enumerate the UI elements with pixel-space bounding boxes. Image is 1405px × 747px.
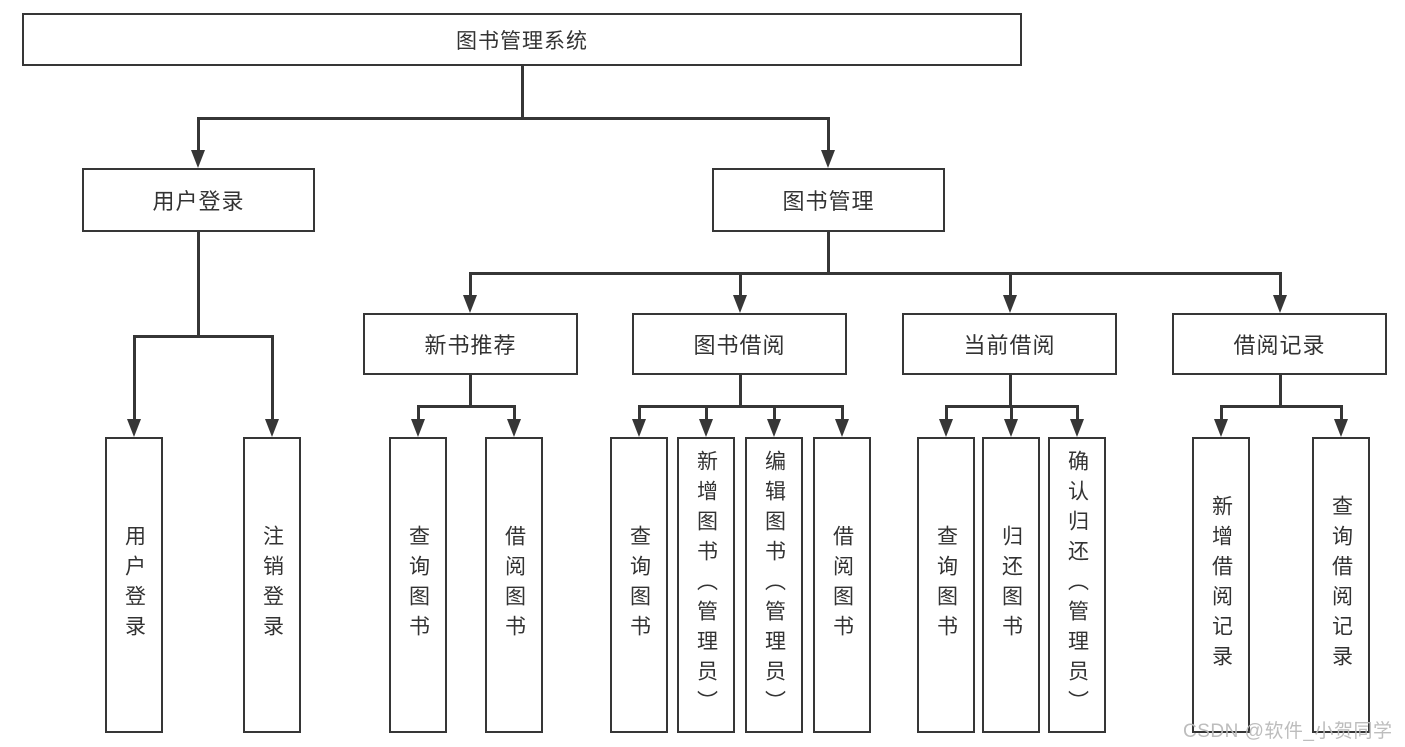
arrow-borrow-records (1273, 295, 1287, 313)
arrow-leaf (699, 419, 713, 437)
leaf-current-query-books: 查询图书 (917, 437, 975, 733)
leaf-borrow-query-books: 查询图书 (610, 437, 668, 733)
arrow-leaf-logout (265, 419, 279, 437)
connector-stem-current-borrow (1009, 272, 1012, 296)
node-library-system-label: 图书管理系统 (456, 29, 588, 53)
connector-stem (1220, 405, 1223, 420)
leaf-current-return-books: 归还图书 (982, 437, 1040, 733)
arrow-leaf (1334, 419, 1348, 437)
connector-stem (773, 405, 776, 420)
connector-stem (513, 405, 516, 420)
arrow-user-login (191, 150, 205, 168)
connector-user-login-branch (133, 335, 273, 338)
node-book-borrow-label: 图书借阅 (693, 333, 786, 358)
leaf-borrow-add-books-admin-label: 新增图书（管理员） (694, 450, 718, 720)
leaf-user-login: 用户登录 (105, 437, 163, 733)
connector-stem (417, 405, 420, 420)
arrow-leaf (835, 419, 849, 437)
leaf-current-confirm-return-admin: 确认归还（管理员） (1048, 437, 1106, 733)
arrow-book-borrow (733, 295, 747, 313)
arrow-current-borrow (1003, 295, 1017, 313)
connector-root-branch (197, 117, 829, 120)
leaf-borrow-borrow-books: 借阅图书 (813, 437, 871, 733)
leaf-logout-label: 注销登录 (260, 525, 284, 645)
connector-stem-borrow-records (1279, 272, 1282, 296)
connector-stem-leaf-user-login (133, 335, 136, 420)
leaf-borrow-edit-books-admin: 编辑图书（管理员） (745, 437, 803, 733)
arrow-new-book (463, 295, 477, 313)
csdn-watermark: CSDN @软件_小贺同学 (1183, 721, 1393, 742)
connector-root-stub (521, 66, 524, 118)
leaf-user-login-label: 用户登录 (122, 525, 146, 645)
connector-borrow-records-branch (1220, 405, 1342, 408)
leaf-records-query-record-label: 查询借阅记录 (1329, 495, 1353, 675)
connector-stem-book-borrow (739, 272, 742, 296)
leaf-borrow-borrow-books-label: 借阅图书 (830, 525, 854, 645)
node-book-management: 图书管理 (712, 168, 945, 232)
connector-stem (945, 405, 948, 420)
connector-user-login-stub (197, 232, 200, 336)
connector-new-book-branch (417, 405, 515, 408)
node-user-login: 用户登录 (82, 168, 315, 232)
node-new-book-recommend-label: 新书推荐 (424, 333, 517, 358)
leaf-recommend-query-books-label: 查询图书 (406, 525, 430, 645)
connector-stem (1340, 405, 1343, 420)
connector-book-management-stub (827, 232, 830, 273)
connector-stem (841, 405, 844, 420)
connector-new-book-stub (469, 375, 472, 406)
arrow-leaf (411, 419, 425, 437)
arrow-leaf (767, 419, 781, 437)
node-book-borrow: 图书借阅 (632, 313, 847, 375)
leaf-records-add-record: 新增借阅记录 (1192, 437, 1250, 733)
node-borrow-records-label: 借阅记录 (1233, 333, 1326, 358)
leaf-recommend-borrow-books: 借阅图书 (485, 437, 543, 733)
leaf-borrow-add-books-admin: 新增图书（管理员） (677, 437, 735, 733)
connector-book-management-branch (469, 272, 1281, 275)
leaf-recommend-borrow-books-label: 借阅图书 (502, 525, 526, 645)
connector-book-borrow-stub (739, 375, 742, 406)
arrow-leaf-user-login (127, 419, 141, 437)
node-current-borrow: 当前借阅 (902, 313, 1117, 375)
leaf-current-confirm-return-admin-label: 确认归还（管理员） (1065, 450, 1089, 720)
leaf-current-query-books-label: 查询图书 (934, 525, 958, 645)
connector-stem-leaf-logout (271, 335, 274, 420)
connector-book-borrow-branch (638, 405, 843, 408)
node-library-system: 图书管理系统 (22, 13, 1022, 66)
connector-stem (1010, 405, 1013, 420)
connector-current-borrow-stub (1009, 375, 1012, 406)
arrow-leaf (1004, 419, 1018, 437)
node-book-management-label: 图书管理 (782, 189, 875, 214)
connector-borrow-records-stub (1279, 375, 1282, 406)
leaf-borrow-query-books-label: 查询图书 (627, 525, 651, 645)
arrow-leaf (1070, 419, 1084, 437)
connector-stem (638, 405, 641, 420)
leaf-recommend-query-books: 查询图书 (389, 437, 447, 733)
arrow-book-management (821, 150, 835, 168)
connector-stem-user-login (197, 117, 200, 151)
node-current-borrow-label: 当前借阅 (963, 333, 1056, 358)
node-new-book-recommend: 新书推荐 (363, 313, 578, 375)
leaf-records-add-record-label: 新增借阅记录 (1209, 495, 1233, 675)
arrow-leaf (1214, 419, 1228, 437)
node-borrow-records: 借阅记录 (1172, 313, 1387, 375)
leaf-current-return-books-label: 归还图书 (999, 525, 1023, 645)
arrow-leaf (507, 419, 521, 437)
arrow-leaf (939, 419, 953, 437)
connector-stem-book-management (827, 117, 830, 151)
leaf-borrow-edit-books-admin-label: 编辑图书（管理员） (762, 450, 786, 720)
connector-stem (1076, 405, 1079, 420)
connector-stem-new-book (469, 272, 472, 296)
leaf-records-query-record: 查询借阅记录 (1312, 437, 1370, 733)
connector-stem (705, 405, 708, 420)
node-user-login-label: 用户登录 (152, 189, 245, 214)
arrow-leaf (632, 419, 646, 437)
leaf-logout: 注销登录 (243, 437, 301, 733)
